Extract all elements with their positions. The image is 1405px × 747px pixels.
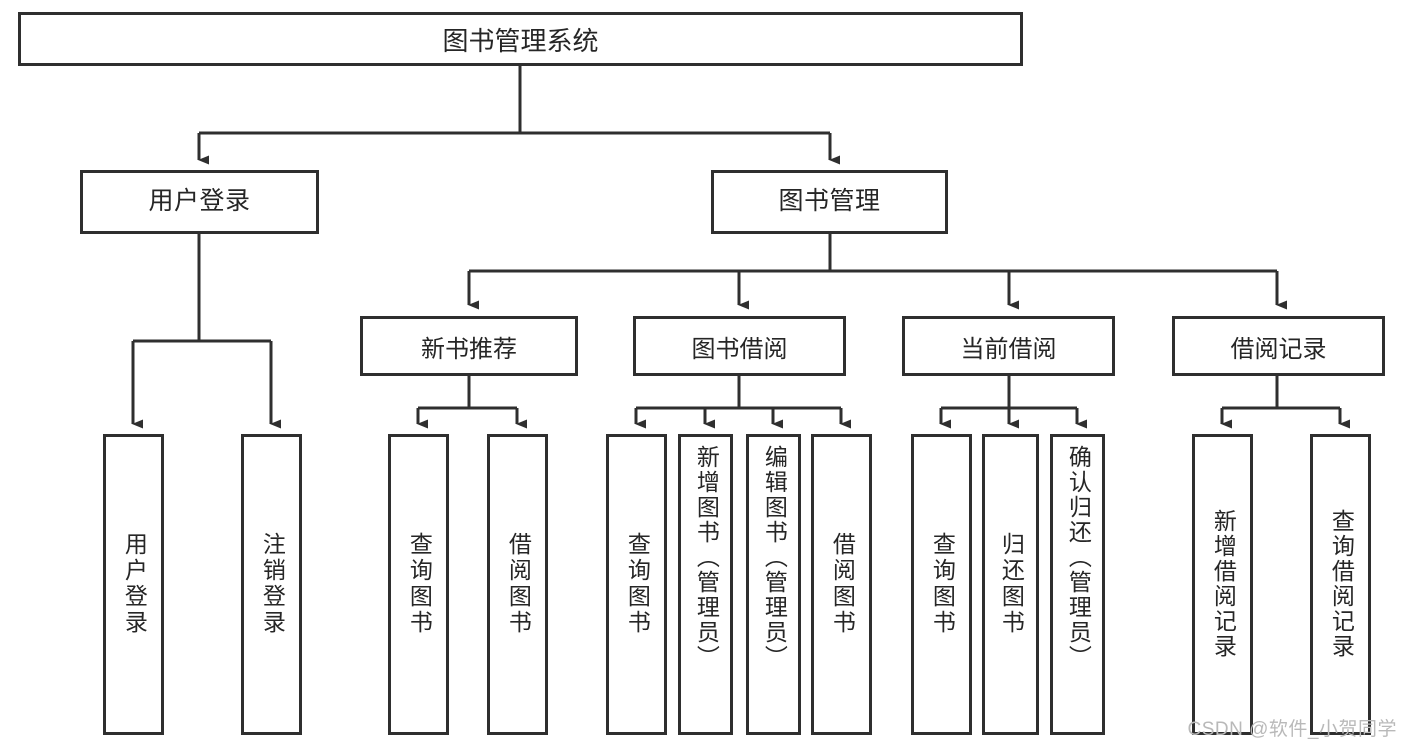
leaf-content: 新增图书（管理员） [681,445,730,722]
node-label: 新书推荐 [421,335,517,363]
leaf-content: 新增借阅记录 [1195,445,1250,722]
leaf-content: 确认归还（管理员） [1053,445,1102,722]
leaf-content: 注销登录 [244,445,299,722]
node-current-borrow[interactable]: 当前借阅 [902,316,1115,376]
node-label: 借阅图书 [505,531,532,636]
leaf-content: 编辑图书（管理员） [749,445,798,722]
node-leaf-return-book[interactable]: 归还图书 [982,434,1039,735]
node-label: 编辑图书（管理员） [761,445,788,670]
node-label: 确认归还（管理员） [1065,445,1092,670]
leaf-content: 借阅图书 [814,445,869,722]
node-label: 图书借阅 [691,335,788,363]
leaf-content: 查询图书 [914,445,969,722]
node-label: 借阅图书 [829,531,856,636]
node-leaf-query-borrow-record[interactable]: 查询借阅记录 [1310,434,1371,735]
node-leaf-borrow-book[interactable]: 借阅图书 [811,434,872,735]
node-label: 归还图书 [998,531,1025,636]
node-new-book-recommend[interactable]: 新书推荐 [360,316,578,376]
node-leaf-query-book-borrow[interactable]: 查询图书 [606,434,667,735]
node-label: 新增借阅记录 [1210,508,1237,659]
node-label: 查询图书 [929,531,956,636]
node-leaf-confirm-return-admin[interactable]: 确认归还（管理员） [1050,434,1105,735]
csdn-watermark: CSDN @软件_小贺同学 [1187,719,1397,740]
node-label: 用户登录 [121,531,148,636]
node-leaf-add-book-admin[interactable]: 新增图书（管理员） [678,434,733,735]
leaf-content: 查询图书 [391,445,446,722]
leaf-content: 查询借阅记录 [1313,445,1368,722]
node-borrow-record[interactable]: 借阅记录 [1172,316,1385,376]
node-label: 用户登录 [148,187,251,216]
node-label: 注销登录 [259,531,286,636]
node-root-title[interactable]: 图书管理系统 [18,12,1023,66]
leaf-content: 用户登录 [106,445,161,722]
node-label: 查询图书 [406,531,433,636]
node-label: 图书管理系统 [442,25,599,56]
node-label: 图书管理 [778,187,881,216]
node-leaf-add-borrow-record[interactable]: 新增借阅记录 [1192,434,1253,735]
node-book-management[interactable]: 图书管理 [711,170,948,234]
node-book-borrow[interactable]: 图书借阅 [633,316,846,376]
node-label: 查询图书 [624,531,651,636]
node-label: 借阅记录 [1230,335,1327,363]
node-leaf-query-book-recommend[interactable]: 查询图书 [388,434,449,735]
node-leaf-user-login[interactable]: 用户登录 [103,434,164,735]
node-label: 当前借阅 [960,335,1057,363]
node-leaf-query-book-current[interactable]: 查询图书 [911,434,972,735]
node-leaf-borrow-book-recommend[interactable]: 借阅图书 [487,434,548,735]
leaf-content: 归还图书 [985,445,1036,722]
node-label: 查询借阅记录 [1328,508,1355,659]
node-label: 新增图书（管理员） [693,445,720,670]
leaf-content: 查询图书 [609,445,664,722]
leaf-content: 借阅图书 [490,445,545,722]
node-user-login[interactable]: 用户登录 [80,170,319,234]
node-leaf-logout[interactable]: 注销登录 [241,434,302,735]
node-leaf-edit-book-admin[interactable]: 编辑图书（管理员） [746,434,801,735]
